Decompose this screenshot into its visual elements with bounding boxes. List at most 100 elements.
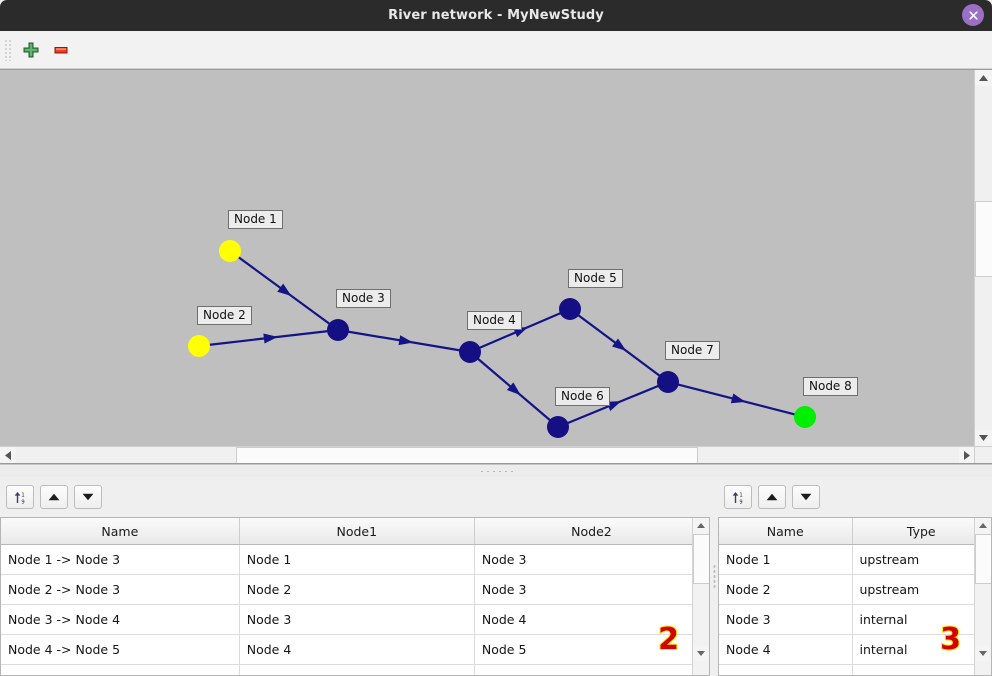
arrow-down-icon[interactable] bbox=[74, 485, 102, 509]
graph-hscroll-thumb[interactable] bbox=[236, 447, 698, 463]
toolbar-drag-handle[interactable] bbox=[4, 38, 12, 61]
scroll-down-arrow-icon[interactable] bbox=[693, 646, 708, 661]
arrow-up-icon[interactable] bbox=[758, 485, 786, 509]
table-cell[interactable] bbox=[239, 664, 475, 675]
annotation-marker-2: 2 bbox=[657, 621, 680, 658]
table-cell[interactable]: Node 1 bbox=[719, 544, 853, 575]
graph-node-n7[interactable] bbox=[657, 371, 679, 393]
table-cell[interactable] bbox=[474, 664, 709, 675]
graph-node-label-n5[interactable]: Node 5 bbox=[568, 269, 623, 288]
scroll-right-arrow-icon[interactable] bbox=[959, 447, 975, 463]
table-cell[interactable]: Node 4 bbox=[239, 634, 475, 665]
graph-node-n5[interactable] bbox=[559, 298, 581, 320]
graph-node-label-n1[interactable]: Node 1 bbox=[228, 210, 283, 229]
scroll-up-arrow-icon[interactable] bbox=[975, 70, 992, 86]
table-cell[interactable]: Node 3 bbox=[474, 544, 709, 575]
triangle-up-glyph bbox=[766, 493, 778, 501]
table-cell[interactable]: Node 3 bbox=[719, 604, 853, 635]
table-cell[interactable]: Node 3 bbox=[474, 574, 709, 605]
table-cell[interactable]: Node 2 bbox=[719, 574, 853, 605]
scroll-left-arrow-icon[interactable] bbox=[0, 447, 16, 463]
table-cell[interactable]: upstream bbox=[852, 544, 991, 575]
column-header-node1[interactable]: Node1 bbox=[239, 518, 475, 545]
graph-node-n6[interactable] bbox=[547, 416, 569, 438]
add-plus-icon[interactable] bbox=[16, 36, 46, 64]
table-cell[interactable]: Node 2 bbox=[239, 574, 475, 605]
river-network-graph-pane[interactable]: Node 1 Node 2 Node 3 Node 4 Node 5 Node 6 Node… bbox=[0, 69, 992, 464]
table-cell[interactable] bbox=[719, 664, 853, 675]
graph-vscroll-thumb[interactable] bbox=[975, 201, 992, 277]
arrow-up-icon[interactable] bbox=[40, 485, 68, 509]
table-cell[interactable]: Node 3 -> Node 4 bbox=[1, 604, 240, 635]
table-cell[interactable]: Node 5 bbox=[474, 634, 709, 665]
table-cell[interactable]: Node 4 -> Node 5 bbox=[1, 634, 240, 665]
graph-node-n4[interactable] bbox=[459, 341, 481, 363]
nodes-vscroll-thumb[interactable] bbox=[975, 534, 991, 584]
graph-node-n2[interactable] bbox=[188, 335, 210, 357]
graph-node-label-n8[interactable]: Node 8 bbox=[803, 377, 858, 396]
graph-horizontal-scrollbar[interactable] bbox=[0, 446, 975, 463]
scroll-down-arrow-icon[interactable] bbox=[975, 430, 992, 446]
graph-node-n1[interactable] bbox=[219, 240, 241, 262]
graph-canvas[interactable]: Node 1 Node 2 Node 3 Node 4 Node 5 Node 6 Node… bbox=[0, 70, 966, 446]
triangle-down-glyph bbox=[978, 651, 987, 656]
scroll-up-arrow-icon[interactable] bbox=[693, 518, 708, 533]
table-cell[interactable]: internal bbox=[852, 634, 991, 665]
reaches-vscroll-thumb[interactable] bbox=[693, 534, 709, 584]
table-cell[interactable] bbox=[852, 664, 991, 675]
table-cell[interactable]: Node 4 bbox=[719, 634, 853, 665]
table-cell[interactable]: Node 4 bbox=[474, 604, 709, 635]
graph-node-label-n4[interactable]: Node 4 bbox=[467, 311, 522, 330]
graph-node-label-n3[interactable]: Node 3 bbox=[336, 289, 391, 308]
triangle-left-glyph bbox=[5, 450, 11, 460]
node-row[interactable] bbox=[719, 664, 991, 675]
table-cell[interactable]: Node 2 -> Node 3 bbox=[1, 574, 240, 605]
graph-node-n3[interactable] bbox=[327, 319, 349, 341]
nodes-vertical-scrollbar[interactable] bbox=[974, 518, 991, 675]
scroll-up-arrow-icon[interactable] bbox=[975, 518, 990, 533]
table-cell[interactable]: Node 1 -> Node 3 bbox=[1, 544, 240, 575]
reaches-vertical-scrollbar[interactable] bbox=[692, 518, 709, 675]
scroll-down-arrow-icon[interactable] bbox=[975, 646, 990, 661]
graph-vertical-scrollbar[interactable] bbox=[974, 70, 992, 446]
graph-node-n8[interactable] bbox=[794, 406, 816, 428]
table-cell[interactable]: upstream bbox=[852, 574, 991, 605]
vertical-splitter[interactable] bbox=[710, 477, 718, 676]
table-cell[interactable] bbox=[1, 664, 240, 675]
graph-node-label-n6[interactable]: Node 6 bbox=[555, 387, 610, 406]
table-cell[interactable]: internal bbox=[852, 604, 991, 635]
column-header-name[interactable]: Name bbox=[719, 518, 853, 545]
graph-nodes[interactable] bbox=[188, 240, 816, 438]
column-header-type[interactable]: Type bbox=[852, 518, 991, 545]
table-cell[interactable]: Node 3 bbox=[239, 604, 475, 635]
column-header-node2[interactable]: Node2 bbox=[474, 518, 709, 545]
table-cell[interactable]: Node 1 bbox=[239, 544, 475, 575]
reach-row[interactable] bbox=[1, 664, 709, 675]
horizontal-splitter[interactable] bbox=[0, 464, 992, 477]
column-header-name[interactable]: Name bbox=[1, 518, 240, 545]
graph-node-label-n7[interactable]: Node 7 bbox=[665, 341, 720, 360]
arrow-down-icon[interactable] bbox=[792, 485, 820, 509]
delete-minus-icon[interactable] bbox=[46, 36, 76, 64]
sort-ascending-icon[interactable]: 1 9 bbox=[6, 485, 34, 509]
close-icon[interactable] bbox=[962, 4, 984, 26]
svg-text:1: 1 bbox=[739, 492, 742, 498]
sort-ascending-icon[interactable]: 1 9 bbox=[724, 485, 752, 509]
graph-node-label-n2[interactable]: Node 2 bbox=[197, 306, 252, 325]
